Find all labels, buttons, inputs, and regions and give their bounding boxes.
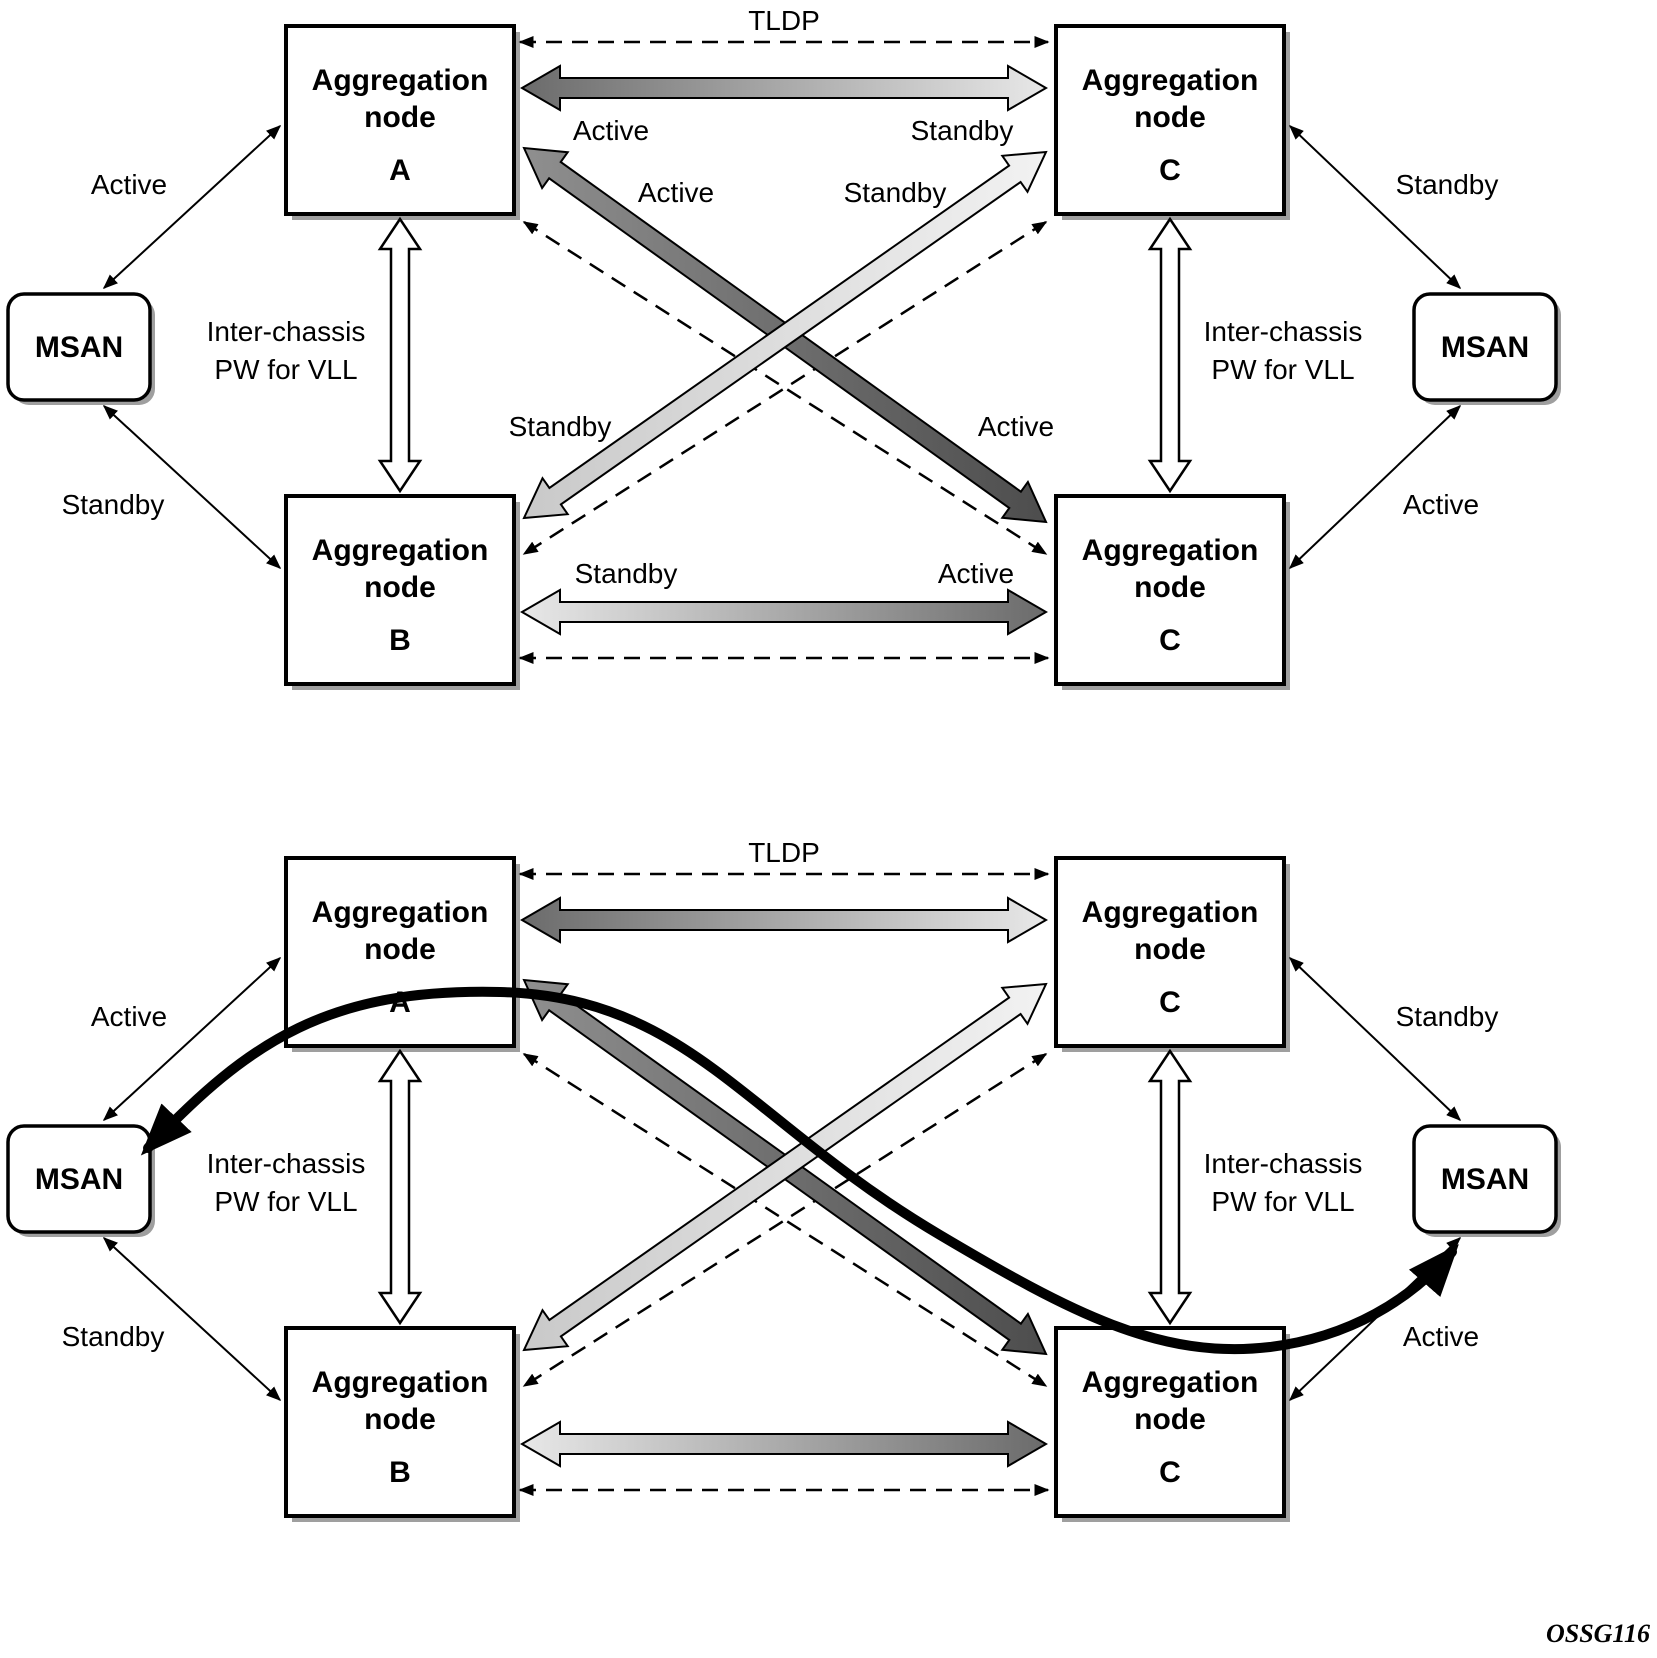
pw-ac-standby-label: Standby: [911, 115, 1014, 146]
interchassis-right-label-line1: Inter-chassis: [1204, 1148, 1363, 1179]
node-id: B: [389, 1456, 411, 1489]
node-title-line2: node: [1134, 101, 1206, 134]
node-title-line2: node: [1134, 1403, 1206, 1436]
bottom-diagram: Aggregation node A Aggregation node C Ag…: [6, 837, 1561, 1522]
node-title-line1: Aggregation: [312, 64, 489, 97]
msan-right-active-label: Active: [1403, 489, 1479, 520]
pw-bc-active-label: Active: [938, 558, 1014, 589]
msan-box: [6, 292, 152, 402]
pw-bc-standby-label: Standby: [575, 558, 678, 589]
msan-right-active-label: Active: [1403, 1321, 1479, 1352]
pw-diag-standby-upper-label: Standby: [844, 177, 947, 208]
node-title-line2: node: [364, 1403, 436, 1436]
pw-diag-active-upper-label: Active: [638, 177, 714, 208]
interchassis-pw-arrow: [377, 1048, 423, 1326]
pw-diag-active-lower-label: Active: [978, 411, 1054, 442]
node-box: [284, 1326, 516, 1518]
interchassis-left-label-line2: PW for VLL: [214, 1186, 357, 1217]
interchassis-left-label-line2: PW for VLL: [214, 354, 357, 385]
top-diagram: Aggregation node A Aggregation node C Ag…: [6, 5, 1561, 690]
pw-arrow-a-c: [520, 896, 1048, 944]
msan-label: MSAN: [1441, 1163, 1529, 1196]
msan-left-standby-label: Standby: [62, 489, 165, 520]
node-id: C: [1159, 1456, 1181, 1489]
node-title-line1: Aggregation: [1082, 1366, 1259, 1399]
node-title-line2: node: [364, 101, 436, 134]
node-id: A: [389, 154, 411, 187]
node-id: C: [1159, 986, 1181, 1019]
node-title-line2: node: [364, 571, 436, 604]
msan-left-standby-label: Standby: [62, 1321, 165, 1352]
interchassis-right-label-line2: PW for VLL: [1211, 354, 1354, 385]
msan-left-active-label: Active: [91, 1001, 167, 1032]
node-id: C: [1159, 624, 1181, 657]
pw-arrow-b-c2: [520, 1420, 1048, 1468]
msan-left: MSAN: [6, 292, 155, 405]
pw-arrow-a-c: [520, 64, 1048, 112]
node-title-line1: Aggregation: [1082, 896, 1259, 929]
aggregation-node-c-top: Aggregation node C: [1054, 24, 1290, 220]
pw-ac-active-label: Active: [573, 115, 649, 146]
node-box: [284, 494, 516, 686]
link-msan-left-a: [102, 124, 282, 290]
msan-label: MSAN: [35, 331, 123, 364]
figure-code: OSSG116: [1546, 1619, 1650, 1648]
interchassis-right-label-line1: Inter-chassis: [1204, 316, 1363, 347]
node-title-line1: Aggregation: [1082, 534, 1259, 567]
node-box: [284, 24, 516, 216]
node-id: C: [1159, 154, 1181, 187]
msan-right-standby-label: Standby: [1396, 1001, 1499, 1032]
msan-right: MSAN: [1412, 1124, 1561, 1237]
node-title-line1: Aggregation: [312, 534, 489, 567]
link-msan-right-c-top: [1288, 956, 1462, 1122]
pw-arrow-b-c: [522, 150, 1048, 520]
active-traffic-path: [140, 986, 1459, 1355]
node-title-line1: Aggregation: [312, 896, 489, 929]
node-title-line2: node: [1134, 571, 1206, 604]
link-msan-left-b: [102, 1236, 282, 1402]
aggregation-node-a: Aggregation node A: [284, 856, 520, 1052]
interchassis-pw-arrow: [1147, 216, 1193, 494]
link-msan-left-a: [102, 956, 282, 1122]
aggregation-node-a: Aggregation node A: [284, 24, 520, 220]
link-msan-right-c-top: [1288, 124, 1462, 290]
pseudowire-arrows: [377, 64, 1193, 636]
node-title-line2: node: [364, 933, 436, 966]
aggregation-node-c-top: Aggregation node C: [1054, 856, 1290, 1052]
msan-left: MSAN: [6, 1124, 155, 1237]
interchassis-pw-arrow: [1147, 1048, 1193, 1326]
msan-left-active-label: Active: [91, 169, 167, 200]
node-box: [1054, 24, 1286, 216]
interchassis-left-label-line1: Inter-chassis: [207, 1148, 366, 1179]
pw-arrow-b-c2: [520, 588, 1048, 636]
msan-label: MSAN: [35, 1163, 123, 1196]
node-title-line1: Aggregation: [1082, 64, 1259, 97]
aggregation-node-b: Aggregation node B: [284, 494, 520, 690]
msan-box: [1412, 292, 1558, 402]
msan-right: MSAN: [1412, 292, 1561, 405]
msan-right-standby-label: Standby: [1396, 169, 1499, 200]
node-box: [1054, 856, 1286, 1048]
tldp-label: TLDP: [748, 5, 820, 36]
aggregation-node-c-bottom: Aggregation node C: [1054, 494, 1290, 690]
link-msan-left-b: [102, 404, 282, 570]
tldp-label: TLDP: [748, 837, 820, 868]
node-box: [1054, 494, 1286, 686]
interchassis-right-label-line2: PW for VLL: [1211, 1186, 1354, 1217]
pw-diag-standby-lower-label: Standby: [509, 411, 612, 442]
msan-label: MSAN: [1441, 331, 1529, 364]
interchassis-left-label-line1: Inter-chassis: [207, 316, 366, 347]
aggregation-node-c-bottom: Aggregation node C: [1054, 1326, 1290, 1522]
node-title-line2: node: [1134, 933, 1206, 966]
node-title-line1: Aggregation: [312, 1366, 489, 1399]
node-id: B: [389, 624, 411, 657]
node-box: [1054, 1326, 1286, 1518]
interchassis-pw-arrow: [377, 216, 423, 494]
link-msan-right-c-bottom: [1288, 404, 1462, 570]
aggregation-node-b: Aggregation node B: [284, 1326, 520, 1522]
